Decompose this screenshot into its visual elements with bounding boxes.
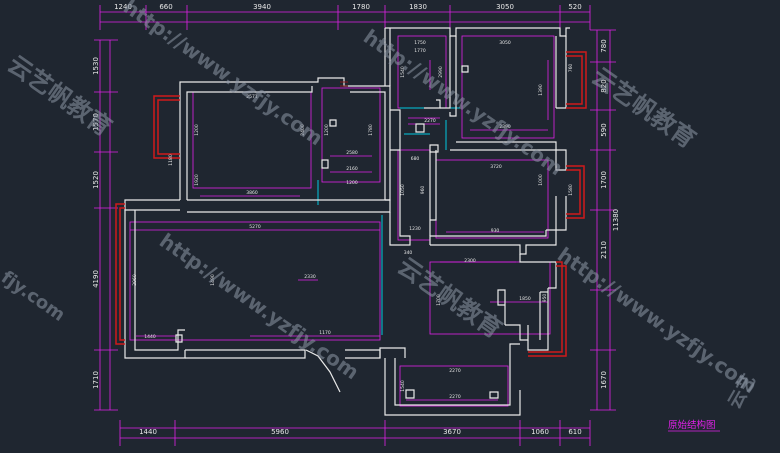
interior-dim-25: 1390 [538,84,544,96]
interior-dim-10: 1440 [144,334,156,340]
right-dimension-labels: 780 820 590 1700 2110 1670 11380 [600,39,620,389]
bottom-dim-4: 1060 [531,428,549,436]
interior-dim-15: 1780 [368,124,374,136]
interior-dim-12: 1200 [324,124,330,136]
interior-dim-33: 930 [491,228,500,234]
right-dim-1: 780 [600,39,608,52]
left-dim-5: 1710 [92,371,100,389]
interior-dim-3: 1200 [194,124,200,136]
interior-dim-41: 2270 [449,368,461,374]
walls [124,27,570,416]
interior-dim-9: 2960 [132,274,138,286]
top-dim-6: 3050 [496,3,514,11]
right-dim-6: 1670 [600,371,608,389]
left-dim-4: 4190 [92,270,100,288]
interior-dim-17: 2270 [424,118,436,124]
interior-dim-24: 2390 [499,124,511,130]
right-dim-3: 590 [600,123,608,136]
bottom-dim-1: 1440 [139,428,157,436]
interior-dim-22: 1540 [400,66,406,78]
interior-dim-23: 760 [568,64,574,73]
top-dim-1: 1240 [114,3,132,11]
top-dimension-labels: 1240 660 3940 1780 1830 3050 520 [114,3,582,11]
interior-dim-36: 1850 [519,296,531,302]
dimension-lines [94,5,616,446]
interior-dim-30: 1050 [400,184,406,196]
interior-dim-28: 1000 [538,174,544,186]
bottom-dim-3: 3670 [443,428,461,436]
interior-dim-31: 960 [420,186,426,195]
interior-dim-32: 1230 [409,226,421,232]
top-dim-2: 660 [159,3,172,11]
right-dim-2: 820 [600,79,608,92]
interior-dim-1: 2571 [246,94,258,100]
left-dim-1: 1530 [92,57,100,75]
window-red-frames [340,81,348,87]
windows [115,51,587,357]
left-dim-3: 1520 [92,171,100,189]
interior-dim-35: 2300 [464,258,476,264]
interior-dim-34: 340 [404,250,413,256]
top-dim-3: 3940 [253,3,271,11]
interior-dim-6: 5270 [249,224,261,230]
interior-dim-16: 1200 [346,180,358,186]
interior-dim-37: 950 [542,294,548,303]
drawing-title: 原始结构图 [668,419,720,432]
interior-dim-19: 3050 [499,40,511,46]
interior-dim-4: 1920 [194,174,200,186]
interior-dim-5: 3860 [246,190,258,196]
top-dim-7: 520 [568,3,581,11]
interior-dim-38: 1700 [436,294,442,306]
interior-dim-20: 1770 [414,48,426,54]
interior-dim-8: 1170 [319,330,331,336]
interior-dim-27: 1580 [568,184,574,196]
bottom-dimension-labels: 1440 5960 3670 1060 610 [139,428,582,436]
right-dim-4: 1700 [600,171,608,189]
interior-dim-14: 2160 [346,166,358,172]
interior-dim-7: 2330 [304,274,316,280]
interior-dim-2: 2400 [300,124,306,136]
interior-dim-26: 3720 [490,164,502,170]
left-dimension-labels: 1530 1570 1520 4190 1710 [92,57,100,389]
interior-dim-21: 2990 [438,66,444,78]
left-dim-2: 1570 [92,113,100,131]
interior-dim-39: 2270 [449,394,461,400]
interior-dim-13: 2580 [346,150,358,156]
interior-dim-11: 1490 [210,274,216,286]
interior-dim-18: 1750 [414,40,426,46]
bottom-dim-5: 610 [568,428,581,436]
interior-dimension-labels: 2571 2400 1200 1920 3860 5270 2330 1170 … [132,40,574,400]
drawing-title-text: 原始结构图 [668,419,716,431]
top-dim-4: 1780 [352,3,370,11]
bottom-dim-2: 5960 [271,428,289,436]
interior-dim-29: 680 [411,156,420,162]
interior-dim-42: 1180 [168,154,174,166]
interior-dim-40: 1540 [400,380,406,392]
right-dim-5: 2110 [600,241,608,259]
top-dim-5: 1830 [409,3,427,11]
right-dim-total: 11380 [612,209,620,231]
